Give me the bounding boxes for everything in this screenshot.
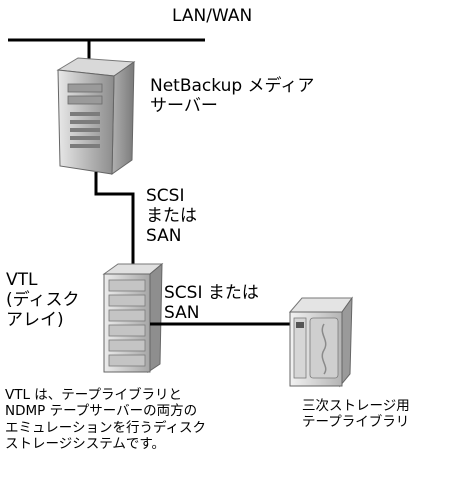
tape-library-icon (288, 296, 353, 388)
media-server-label: NetBackup メディア サーバー (150, 76, 315, 117)
server-vtl-link-label: SCSI または SAN (146, 186, 197, 247)
lan-wan-label: LAN/WAN (172, 6, 253, 26)
vtl-description: VTL は、テープライブラリと NDMP テープサーバーの両方の エミュレーショ… (5, 387, 207, 453)
tape-library-label: 三次ストレージ用 テープライブラリ (302, 398, 410, 431)
vtl-library-link-label: SCSI または SAN (164, 283, 259, 324)
media-server-tower-icon (56, 57, 136, 175)
vtl-disk-array-icon (102, 262, 164, 373)
vtl-label: VTL (ディスク アレイ) (6, 270, 80, 331)
server-to-vtl-link (94, 172, 135, 268)
